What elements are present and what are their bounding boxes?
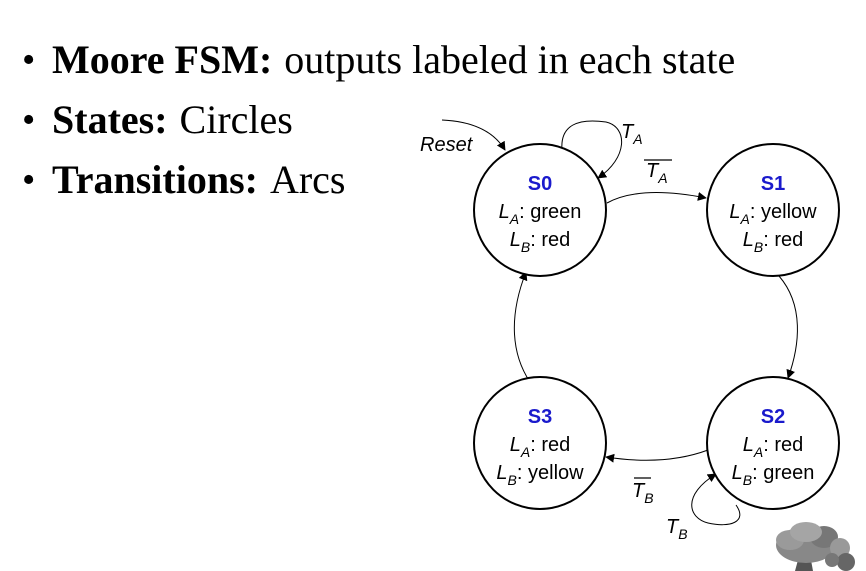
state-s3-output-a: LA: red <box>510 434 571 460</box>
bullet-dot: • <box>22 99 36 141</box>
reset-arrow <box>441 119 506 151</box>
s2-to-s3-arrow <box>605 449 709 463</box>
label-tb-bar: TB <box>632 480 654 506</box>
bullet-term: Moore FSM: <box>52 37 273 82</box>
label-tb: TB <box>666 516 688 542</box>
label-ta-bar: TA <box>646 160 668 186</box>
bullet-dot: • <box>22 159 36 201</box>
state-s3-name: S3 <box>528 406 552 428</box>
state-s3-circle <box>473 376 607 510</box>
state-s0-circle <box>473 143 607 277</box>
s3-to-s0-arrow <box>513 271 531 383</box>
state-s0-name: S0 <box>528 173 552 195</box>
state-s3-output-b: LB: yellow <box>496 462 584 488</box>
bullet-list: • Moore FSM: outputs labeled in each sta… <box>22 30 735 210</box>
state-s2-name: S2 <box>761 406 785 428</box>
bullet-text: Circles <box>179 97 293 142</box>
state-s0: S0 LA: green LB: red <box>473 143 607 277</box>
state-s1-output-a: LA: yellow <box>729 201 817 227</box>
bullet-dot: • <box>22 39 36 81</box>
state-s0-output-b: LB: red <box>510 229 571 255</box>
state-s2-circle <box>706 376 840 510</box>
s0-self-loop <box>561 120 622 179</box>
tree-logo <box>776 522 855 571</box>
bullet-text: Arcs <box>269 157 346 202</box>
s0-to-s1-arrow <box>606 192 707 204</box>
reset-label: Reset <box>420 134 474 156</box>
state-s3: S3 LA: red LB: yellow <box>473 376 607 510</box>
s1-to-s2-arrow <box>778 275 798 379</box>
bullet-moore-fsm: • Moore FSM: outputs labeled in each sta… <box>22 30 735 90</box>
state-s2-output-b: LB: green <box>732 462 815 488</box>
state-s2: S2 LA: red LB: green <box>706 376 840 510</box>
state-s2-output-a: LA: red <box>743 434 804 460</box>
bullet-text: outputs labeled in each state <box>284 37 736 82</box>
bullet-term: Transitions: <box>52 157 258 202</box>
bullet-states: • States: Circles <box>22 90 735 150</box>
s2-self-loop <box>691 473 741 526</box>
state-s1-name: S1 <box>761 173 785 195</box>
state-s1-circle <box>706 143 840 277</box>
state-s0-output-a: LA: green <box>499 201 582 227</box>
state-s1: S1 LA: yellow LB: red <box>706 143 840 277</box>
state-s1-output-b: LB: red <box>743 229 804 255</box>
label-ta: TA <box>621 121 643 147</box>
bullet-transitions: • Transitions: Arcs <box>22 150 735 210</box>
bullet-term: States: <box>52 97 168 142</box>
